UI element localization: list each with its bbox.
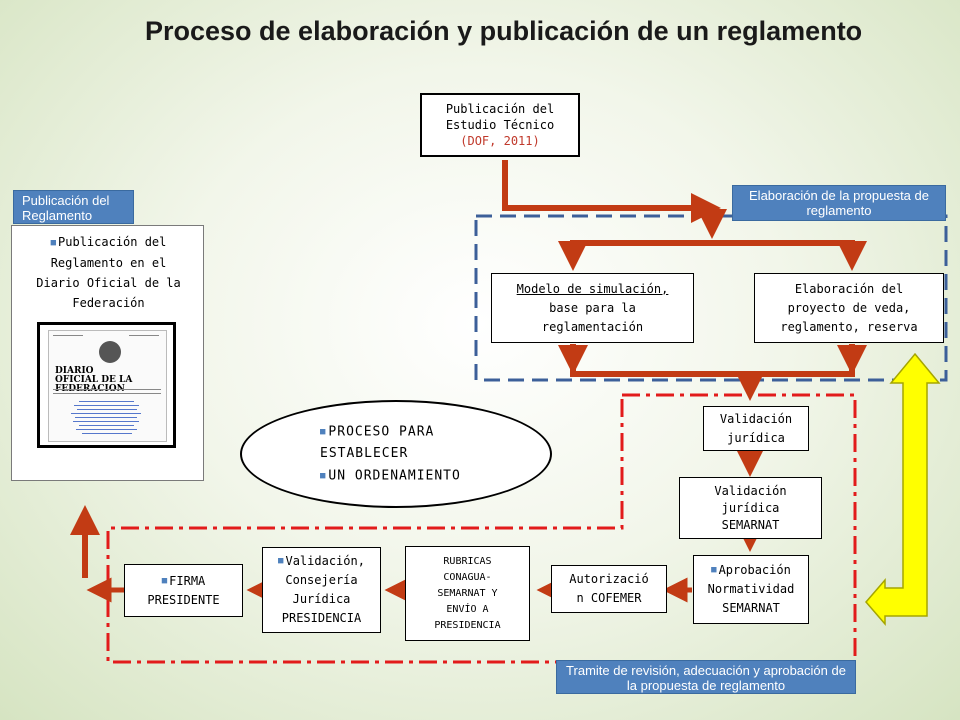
tag-elaboracion: Elaboración de la propuesta de reglament… — [732, 185, 946, 221]
box-aprobacion: ■Aprobación Normatividad SEMARNAT — [693, 555, 809, 624]
rubricas-line3: SEMARNAT Y — [437, 587, 498, 599]
dof-rule — [53, 335, 83, 336]
validacion-line1: Validación — [719, 411, 793, 426]
consejeria-line4: PRESIDENCIA — [281, 611, 362, 625]
bullet-icon: ■ — [278, 556, 284, 566]
rubricas-line1: RUBRICAS — [443, 555, 492, 567]
dof-text-line — [74, 405, 139, 406]
validacion-line2: jurídica — [727, 430, 785, 445]
rubricas-line5: PRESIDENCIA — [434, 619, 501, 631]
consejeria-line2: Consejería — [285, 573, 358, 587]
box-cofemer: Autorizació n COFEMER — [551, 565, 667, 613]
tag-tramite-text: Tramite de revisión, adecuación y aproba… — [566, 663, 846, 693]
aprobacion-line3: SEMARNAT — [722, 601, 780, 615]
semarnat-line2: jurídica — [721, 500, 780, 515]
modelo-line2: base para la — [549, 300, 636, 315]
consejeria-line3: Jurídica — [292, 592, 351, 606]
ellipse-line3: ■UN ORDENAMIENTO — [320, 465, 461, 488]
rubricas-line2: CONAGUA- — [443, 571, 492, 583]
dof-text-line — [79, 425, 134, 426]
consejeria-line1-text: Validación, — [285, 554, 365, 568]
bullet-icon: ■ — [50, 237, 57, 248]
dof-text-line — [75, 417, 137, 418]
cofemer-line2: n COFEMER — [576, 591, 642, 605]
arrow-split — [570, 240, 855, 264]
box-estudio-tecnico: Publicación del Estudio Técnico (DOF, 20… — [420, 93, 580, 157]
bullet-icon: ■ — [161, 575, 168, 586]
firma-line1-text: FIRMA — [169, 573, 206, 588]
cofemer-line1: Autorizació — [569, 572, 649, 586]
dof-line3: Diario Oficial de la — [36, 275, 181, 290]
firma-line2: PRESIDENTE — [147, 592, 220, 607]
estudio-line3: (DOF, 2011) — [460, 134, 540, 148]
dof-text-line — [73, 421, 139, 422]
tag-publicacion-text: Publicación del Reglamento — [22, 193, 110, 223]
dof-line1-text: Publicación del — [58, 235, 167, 249]
tag-publicacion: Publicación del Reglamento — [13, 190, 134, 224]
dof-text-line — [77, 409, 137, 410]
ellipse-line1: ■PROCESO PARA — [320, 421, 434, 444]
semarnat-line3: SEMARNAT — [721, 517, 780, 532]
seal-icon — [99, 341, 121, 363]
dof-newspaper-image: DIARIO OFICIAL DE LA FEDERACION — [37, 322, 176, 448]
tag-elaboracion-text: Elaboración de la propuesta de reglament… — [749, 188, 929, 218]
estudio-line2: Estudio Técnico — [445, 118, 555, 132]
modelo-line3: reglamentación — [541, 319, 644, 334]
process-ellipse: ■PROCESO PARA ESTABLECER ■UN ORDENAMIENT… — [240, 400, 552, 508]
dof-rule — [53, 389, 161, 390]
rubricas-line4: ENVÍO A — [446, 603, 489, 615]
dof-text: ■Publicación del Reglamento en el Diario… — [16, 232, 201, 313]
dof-line2: Reglamento en el — [50, 255, 167, 270]
box-elaboracion-proyecto: Elaboración del proyecto de veda, reglam… — [754, 273, 944, 343]
bullet-icon: ■ — [320, 426, 327, 437]
aprobacion-line1: ■Aprobación — [708, 561, 795, 580]
box-rubricas: RUBRICAS CONAGUA- SEMARNAT Y ENVÍO A PRE… — [405, 546, 530, 641]
ellipse-line3-text: UN ORDENAMIENTO — [328, 468, 461, 484]
aprobacion-line2: Normatividad — [707, 582, 795, 596]
dof-text-line — [76, 429, 137, 430]
consejeria-line1: ■Validación, — [278, 552, 365, 571]
firma-line1: ■FIRMA — [147, 572, 219, 591]
box-firma: ■FIRMA PRESIDENTE — [124, 564, 243, 617]
page-title: Proceso de elaboración y publicación de … — [145, 16, 863, 46]
dof-rule — [53, 393, 161, 394]
tag-tramite: Tramite de revisión, adecuación y aproba… — [556, 660, 856, 694]
estudio-line1: Publicación del — [445, 102, 555, 116]
aprobacion-line1-text: Aprobación — [718, 563, 791, 577]
dof-paper: DIARIO OFICIAL DE LA FEDERACION — [48, 330, 167, 442]
box-validacion-juridica: Validación jurídica — [703, 406, 809, 451]
elaboracion-line2: proyecto de veda, — [787, 300, 911, 315]
yellow-double-arrow — [865, 352, 941, 627]
bullet-icon: ■ — [320, 471, 327, 481]
dof-line4: Federación — [72, 295, 145, 310]
box-consejeria: ■Validación, Consejería Jurídica PRESIDE… — [262, 547, 381, 633]
ellipse-line2: ESTABLECER — [320, 446, 409, 461]
arrow-merge — [570, 344, 855, 377]
elaboracion-line1: Elaboración del — [794, 281, 904, 296]
dof-text-line — [71, 413, 141, 414]
dof-panel: ■Publicación del Reglamento en el Diario… — [11, 225, 204, 481]
dof-rule — [129, 335, 159, 336]
elaboracion-line3: reglamento, reserva — [780, 319, 918, 334]
box-validacion-semarnat: Validación jurídica SEMARNAT — [679, 477, 822, 539]
ellipse-line1-text: PROCESO PARA — [328, 424, 435, 439]
tramite-region — [106, 393, 857, 664]
dof-line1: ■Publicación del — [16, 232, 201, 253]
dof-text-line — [82, 433, 132, 434]
arrow-estudio-down — [502, 160, 721, 223]
semarnat-line1: Validación — [714, 483, 787, 498]
dof-text-line — [79, 401, 134, 402]
elaboracion-region — [474, 214, 948, 382]
modelo-line1: Modelo de simulación, — [516, 281, 669, 296]
bullet-icon: ■ — [711, 565, 717, 575]
box-modelo-simulacion: Modelo de simulación, base para la regla… — [491, 273, 694, 343]
